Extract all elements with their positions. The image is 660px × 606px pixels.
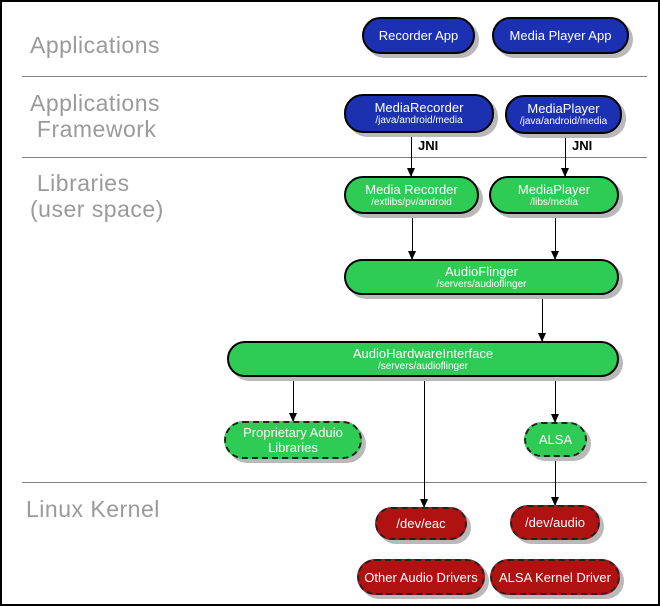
section-label-applications: Applications [30, 32, 161, 58]
node-subtitle: /servers/audioflinger [377, 360, 469, 372]
node-mediarecorder-framework: MediaRecorder /java/android/media [344, 94, 494, 133]
node-mediaplayer-framework: MediaPlayer /java/android/media [505, 95, 622, 134]
node-subtitle: /java/android/media [519, 116, 608, 127]
node-title: Other Audio Drivers [364, 569, 478, 585]
edge-mediaplayer-to-audioflinger [551, 214, 559, 260]
node-media-player-app: Media Player App [492, 17, 629, 54]
node-title: MediaRecorder [374, 100, 464, 115]
jni-label-right: JNI [572, 138, 593, 153]
edge-mediaplayer-jni [561, 134, 569, 177]
node-title: Media Recorder [365, 181, 458, 197]
node-alsa-kernel-driver: ALSA Kernel Driver [490, 559, 620, 595]
section-label-linux-kernel: Linux Kernel [26, 496, 160, 522]
edge-audioflinger-to-audiohardwareinterface [538, 295, 546, 342]
node-title: Media Player App [509, 28, 612, 43]
node-mediaplayer-library: MediaPlayer /libs/media [489, 176, 619, 214]
edge-audiohw-to-proprietary-libraries [289, 377, 297, 422]
node-audioflinger: AudioFlinger /servers/audioflinger [344, 259, 619, 295]
edge-alsa-to-dev-audio [551, 457, 559, 506]
node-subtitle: /libs/media [530, 196, 578, 208]
node-recorder-app: Recorder App [362, 17, 475, 54]
node-title: MediaPlayer [527, 101, 600, 116]
node-media-recorder-library: Media Recorder /extlibs/pv/android [344, 176, 479, 214]
node-proprietary-audio-libraries: Proprietary Aduio Libraries [224, 421, 362, 459]
node-title: ALSA Kernel Driver [499, 569, 611, 585]
edge-mediarecorder-to-audioflinger [408, 214, 416, 260]
node-subtitle: /servers/audioflinger [436, 278, 527, 290]
node-title: /dev/eac [396, 516, 446, 531]
node-title: MediaPlayer [517, 181, 591, 197]
divider-framework-libraries [22, 157, 647, 158]
divider-libraries-kernel [22, 482, 647, 483]
node-subtitle: /java/android/media [375, 115, 463, 126]
edge-audiohw-to-alsa [551, 377, 559, 423]
node-title: ALSA [538, 432, 573, 447]
node-title: Recorder App [378, 28, 459, 43]
node-other-audio-drivers: Other Audio Drivers [357, 559, 485, 595]
node-audiohardwareinterface: AudioHardwareInterface /servers/audiofli… [227, 341, 619, 377]
node-dev-audio: /dev/audio [510, 505, 600, 540]
node-title: AudioHardwareInterface [352, 345, 494, 361]
divider-applications-framework [22, 76, 647, 77]
edge-mediarecorder-jni [407, 133, 415, 177]
node-subtitle: /extlibs/pv/android [371, 196, 452, 208]
jni-label-left: JNI [418, 138, 439, 153]
node-title: Proprietary Aduio Libraries [243, 425, 343, 455]
node-title: AudioFlinger [445, 263, 518, 279]
node-dev-eac: /dev/eac [375, 507, 467, 540]
section-label-applications-framework: Applications Framework [30, 90, 161, 142]
node-alsa: ALSA [524, 422, 587, 457]
node-title: /dev/audio [525, 515, 585, 530]
section-label-libraries-user-space: Libraries (user space) [30, 170, 164, 222]
edge-audiohw-to-dev-eac [420, 377, 428, 508]
